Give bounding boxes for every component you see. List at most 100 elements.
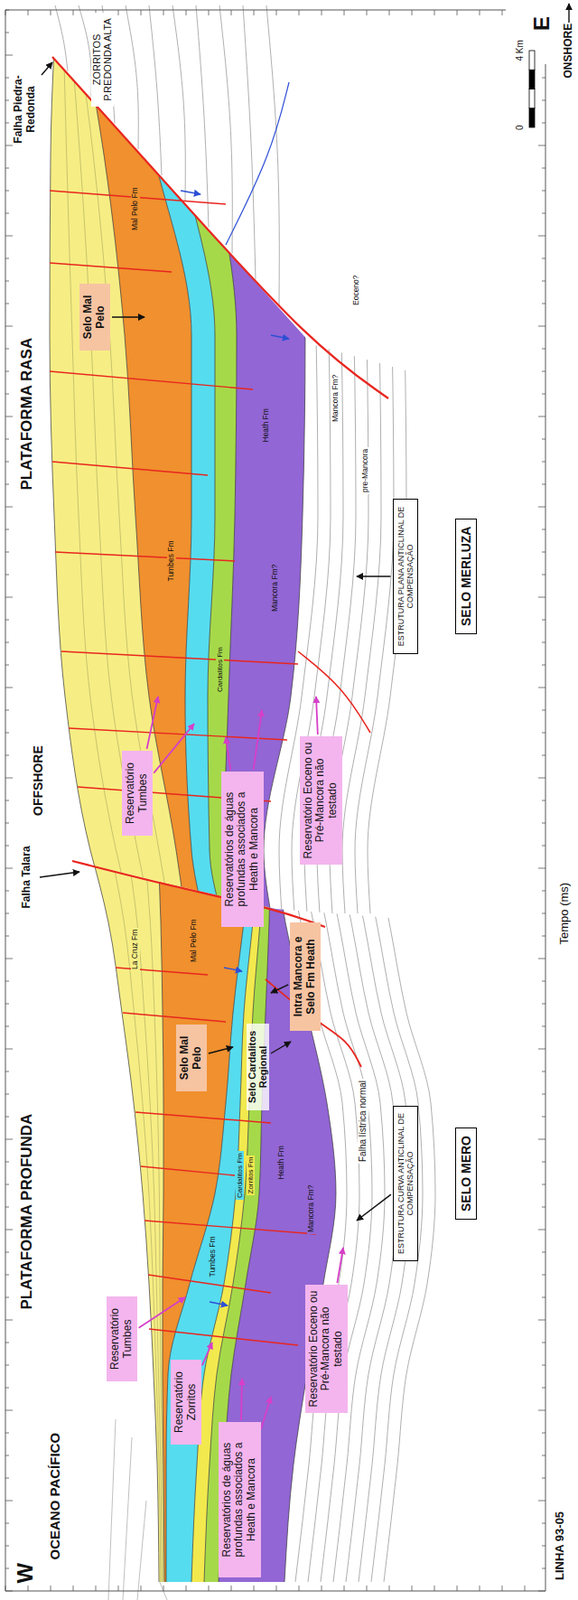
- fault-line: [122, 1012, 226, 1022]
- tick: [5, 55, 13, 56]
- region-label: PLATAFORMA RASA: [18, 337, 37, 491]
- time-ruler: [5, 9, 546, 1591]
- reservoir-arrow: [153, 723, 195, 774]
- tick: [538, 958, 546, 960]
- tick: [118, 1584, 120, 1591]
- box-text: Reservatório Tumbes: [124, 755, 150, 831]
- tick: [5, 280, 10, 282]
- horizon: [90, 849, 159, 1582]
- tick: [208, 9, 210, 16]
- tick: [5, 1116, 10, 1118]
- tick: [541, 574, 546, 576]
- tick: [5, 1364, 10, 1366]
- box-text: SELO MERLUZA: [458, 526, 474, 626]
- direction-letter: W: [12, 1562, 38, 1584]
- area-label: ZORRITOS P.REDONDA ALTA: [91, 12, 114, 107]
- reservoir-arrow: [139, 1296, 186, 1328]
- tick: [538, 1048, 546, 1050]
- tick: [186, 1584, 187, 1591]
- tick: [276, 9, 278, 16]
- tick: [5, 980, 10, 982]
- tick: [5, 1387, 10, 1389]
- tick: [541, 935, 546, 937]
- box-text: Reservatórios de águas profundas associa…: [223, 775, 262, 923]
- tick: [5, 484, 10, 485]
- reservoir-box: Reservatório Eoceno ou Pré-Mancora não t…: [305, 1284, 348, 1413]
- reflector: [362, 849, 423, 1582]
- tick: [502, 9, 504, 16]
- tick: [541, 1093, 546, 1095]
- reflector: [71, 46, 151, 914]
- seal-label: Selo Cardalitos Regional: [246, 1023, 270, 1110]
- ruler-line: [545, 64, 547, 1591]
- tick: [541, 1116, 546, 1118]
- tick: [541, 1477, 546, 1479]
- tick: [5, 1003, 10, 1005]
- reflector: [219, 5, 233, 253]
- reservoir-box: Reservatório Zorritos: [170, 1359, 202, 1445]
- tick: [541, 1342, 546, 1343]
- horizon: [191, 849, 261, 1582]
- reflector: [374, 849, 436, 1582]
- tick: [5, 1071, 10, 1073]
- tick: [541, 664, 546, 666]
- reservoir-box: Reservatórios de águas profundas associa…: [221, 771, 264, 927]
- fault-label: Falha Piedra-Redonda: [12, 62, 38, 158]
- formation-label: pre-Mancora: [361, 447, 371, 495]
- tick: [95, 1584, 97, 1591]
- tick: [541, 1364, 546, 1366]
- tick: [5, 145, 13, 147]
- reservoir-box: Reservatório Tumbes: [106, 1295, 138, 1381]
- slip-arrow: [270, 335, 289, 339]
- fault-line: [68, 727, 288, 740]
- tick: [541, 1454, 546, 1456]
- tick: [5, 1229, 13, 1231]
- tick: [163, 1584, 165, 1591]
- tick: [541, 1522, 546, 1524]
- reservoir-arrow: [147, 696, 159, 749]
- tick: [5, 1093, 10, 1095]
- tick: [5, 1454, 10, 1456]
- tick: [541, 77, 546, 79]
- reflector: [144, 849, 164, 1582]
- tick: [541, 1296, 546, 1298]
- reservoir-arrow: [225, 736, 231, 770]
- tick: [5, 9, 7, 16]
- scale-bar: [529, 108, 535, 128]
- tick: [5, 822, 10, 824]
- tick: [538, 1500, 546, 1501]
- tick: [5, 461, 10, 463]
- scale-label: 0: [514, 124, 526, 131]
- formation-band: [218, 849, 336, 1582]
- tick: [5, 1161, 10, 1163]
- horizon: [85, 46, 186, 914]
- formation-label: Mancora Fm?: [270, 562, 280, 614]
- fault-line: [49, 371, 253, 390]
- tick: [5, 1522, 10, 1524]
- tick: [479, 9, 481, 16]
- tick: [541, 1206, 546, 1208]
- tick: [5, 1319, 13, 1321]
- tick: [73, 9, 75, 16]
- tick: [5, 1590, 13, 1592]
- tick: [5, 371, 10, 373]
- reservoir-box: Reservatório Tumbes: [121, 750, 153, 836]
- tick: [5, 1048, 13, 1050]
- tick: [541, 122, 546, 124]
- tick: [541, 190, 546, 192]
- tick: [366, 1584, 368, 1591]
- tick: [140, 1584, 142, 1591]
- tick: [541, 100, 546, 102]
- reflector: [111, 849, 161, 1582]
- ruler-line: [5, 9, 506, 11]
- tick: [538, 1138, 546, 1140]
- pointer-arrow: [111, 316, 145, 318]
- fault-block: [90, 849, 436, 1582]
- tick: [541, 303, 546, 305]
- tick: [5, 755, 10, 756]
- tick: [208, 1584, 210, 1591]
- horizon: [49, 46, 109, 914]
- scale-bar: [529, 69, 535, 89]
- reservoir-arrow: [336, 1247, 344, 1283]
